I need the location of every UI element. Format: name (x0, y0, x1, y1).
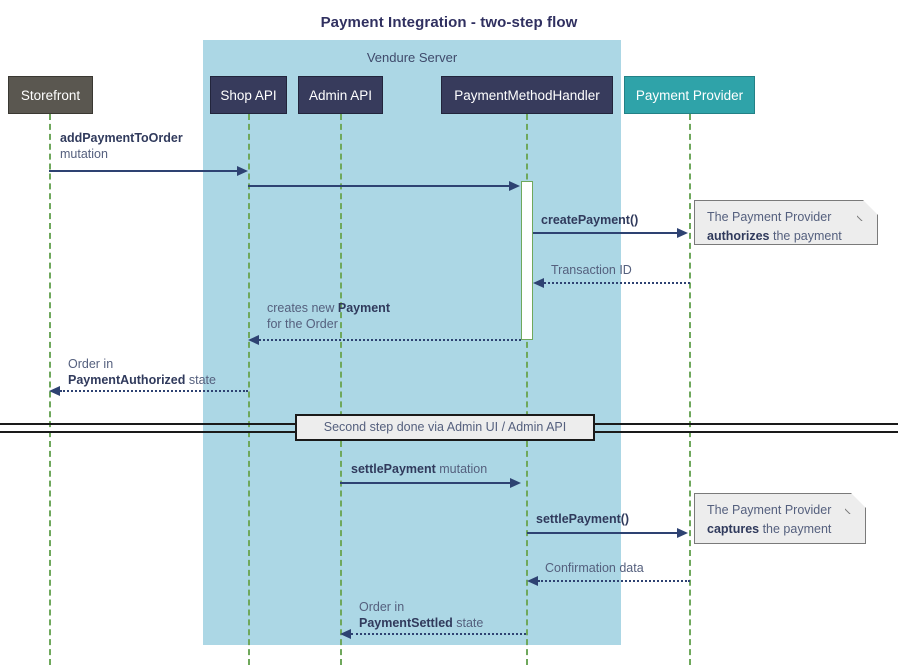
message-label-order-payment-authorized: Order in PaymentAuthorized state (68, 357, 216, 387)
page-title: Payment Integration - two-step flow (320, 14, 578, 31)
lifeline-payment-provider (689, 114, 691, 665)
message-line-settle-payment-call (527, 532, 678, 534)
participant-payment-method-handler[interactable]: PaymentMethodHandler (441, 76, 613, 114)
arrowhead-settle-payment-call (677, 528, 688, 538)
arrowhead-order-payment-authorized (49, 386, 60, 396)
participant-shop-api[interactable]: Shop API (210, 76, 287, 114)
arrowhead-add-payment-to-order (237, 166, 248, 176)
lifeline-shop-api (248, 114, 250, 665)
message-label-order-payment-settled: Order in PaymentSettled state (359, 600, 484, 630)
note-fold-edge (857, 200, 878, 221)
participant-payment-provider[interactable]: Payment Provider (624, 76, 755, 114)
note-captures: The Payment Provider captures the paymen… (694, 493, 866, 544)
group-box-vendure-server (203, 40, 621, 645)
group-label-vendure-server: Vendure Server (366, 50, 458, 65)
arrowhead-creates-new-payment (248, 335, 259, 345)
arrowhead-transaction-id (533, 278, 544, 288)
divider-label-second-step: Second step done via Admin UI / Admin AP… (295, 414, 595, 441)
note-fold-edge-2 (845, 493, 866, 514)
arrowhead-confirmation-data (527, 576, 538, 586)
message-line-transaction-id (544, 282, 690, 284)
message-line-add-payment-to-order (49, 170, 238, 172)
message-label-confirmation-data: Confirmation data (545, 561, 644, 575)
participant-storefront[interactable]: Storefront (8, 76, 93, 114)
activation-bar-payment-method-handler (521, 181, 533, 340)
message-line-shop-to-handler (248, 185, 510, 187)
message-line-creates-new-payment (259, 339, 521, 341)
lifeline-admin-api (340, 114, 342, 665)
message-line-settle-payment-mutation (340, 482, 511, 484)
message-label-creates-new-payment: creates new Payment for the Order (267, 301, 390, 331)
participant-admin-api[interactable]: Admin API (298, 76, 383, 114)
message-line-create-payment (533, 232, 678, 234)
message-label-create-payment: createPayment() (541, 213, 639, 227)
arrowhead-create-payment (677, 228, 688, 238)
message-line-confirmation-data (538, 580, 690, 582)
message-line-order-payment-authorized (60, 390, 248, 392)
lifeline-payment-method-handler (526, 114, 528, 665)
message-label-settle-payment-mutation: settlePayment mutation (351, 462, 488, 476)
message-line-order-payment-settled (351, 633, 526, 635)
message-label-settle-payment-call: settlePayment() (536, 512, 630, 526)
note-authorizes: The Payment Provider authorizes the paym… (694, 200, 878, 245)
arrowhead-shop-to-handler (509, 181, 520, 191)
message-label-add-payment-to-order: addPaymentToOrder mutation (60, 131, 183, 161)
arrowhead-settle-payment-mutation (510, 478, 521, 488)
arrowhead-order-payment-settled (340, 629, 351, 639)
message-label-transaction-id: Transaction ID (551, 263, 632, 277)
